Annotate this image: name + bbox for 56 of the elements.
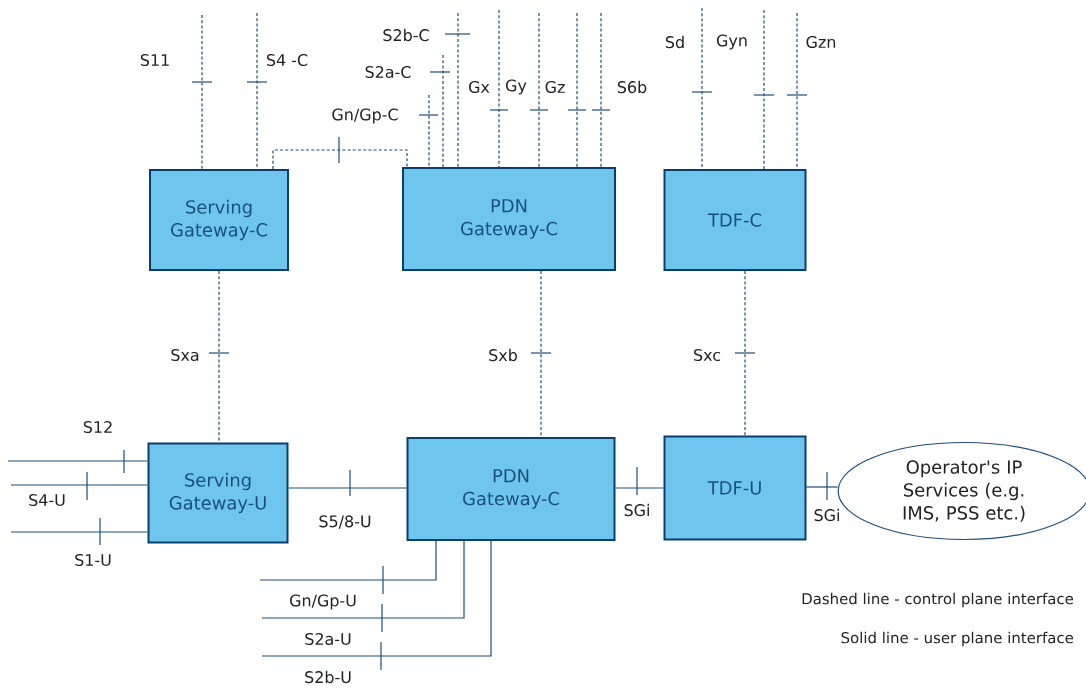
- user-interface-line: [261, 540, 465, 633]
- control-interface-line: [489, 9, 509, 168]
- interface-label: Gn/Gp-U: [290, 594, 356, 610]
- interface-label: Gz: [545, 80, 565, 93]
- gateway-box: TDF-C: [663, 169, 807, 271]
- interface-label: S11: [140, 53, 169, 66]
- interface-label: Gy: [506, 79, 527, 95]
- interface-label: Gzn: [806, 35, 836, 48]
- interface-label: S2b-C: [383, 28, 429, 42]
- gateway-box: Serving Gateway-U: [147, 442, 289, 544]
- gateway-box: PDN Gateway-C: [406, 437, 616, 541]
- control-interface-line: [529, 12, 549, 168]
- interface-label: Sd: [665, 35, 684, 49]
- user-interface-line: [805, 471, 839, 501]
- interface-label: S1-U: [75, 553, 111, 566]
- legend-note: Dashed line - control plane interface: [802, 592, 1074, 608]
- interface-label: SGi: [624, 503, 649, 517]
- gateway-box: TDF-U: [663, 435, 807, 541]
- user-interface-line: [10, 471, 149, 501]
- interface-label: Sxc: [694, 348, 721, 361]
- user-interface-line: [261, 540, 492, 671]
- control-interface-line: [429, 54, 451, 168]
- interface-label: SGi: [814, 508, 839, 522]
- legend-note: Solid line - user plane interface: [841, 631, 1074, 647]
- interface-label: Gn/Gp-C: [332, 108, 398, 124]
- control-interface-line: [246, 12, 268, 170]
- interface-label: Sxa: [171, 348, 199, 361]
- interface-label: S12: [83, 420, 112, 433]
- interface-label: Gyn: [716, 34, 747, 50]
- control-interface-line: [691, 7, 713, 170]
- interface-label: Sxb: [489, 348, 517, 362]
- control-interface-line: [591, 12, 611, 168]
- control-interface-line: [753, 9, 775, 170]
- user-interface-line: [614, 466, 665, 496]
- interface-label: S6b: [617, 80, 647, 94]
- interface-label: S5/8-U: [319, 515, 371, 529]
- control-interface-line: [191, 14, 213, 170]
- control-interface-line: [786, 12, 808, 170]
- interface-label: S2a-U: [305, 632, 351, 645]
- control-interface-line: [734, 270, 756, 437]
- interface-label: S4-U: [29, 493, 65, 506]
- gateway-box: Serving Gateway-C: [149, 169, 289, 271]
- user-interface-line: [10, 517, 149, 546]
- control-interface-line: [567, 12, 587, 168]
- control-interface-line: [444, 12, 471, 168]
- user-interface-line: [7, 449, 149, 474]
- interface-label: S4 -C: [266, 53, 308, 66]
- gateway-box: PDN Gateway-C: [402, 167, 616, 271]
- control-interface-line: [530, 270, 552, 438]
- interface-label: S2a-C: [365, 65, 411, 78]
- control-interface-line: [272, 136, 408, 170]
- control-interface-line: [418, 94, 439, 168]
- interface-label: S2b-U: [305, 670, 351, 684]
- user-interface-line: [287, 469, 408, 497]
- user-interface-line: [259, 540, 437, 595]
- interface-label: Gx: [469, 80, 490, 93]
